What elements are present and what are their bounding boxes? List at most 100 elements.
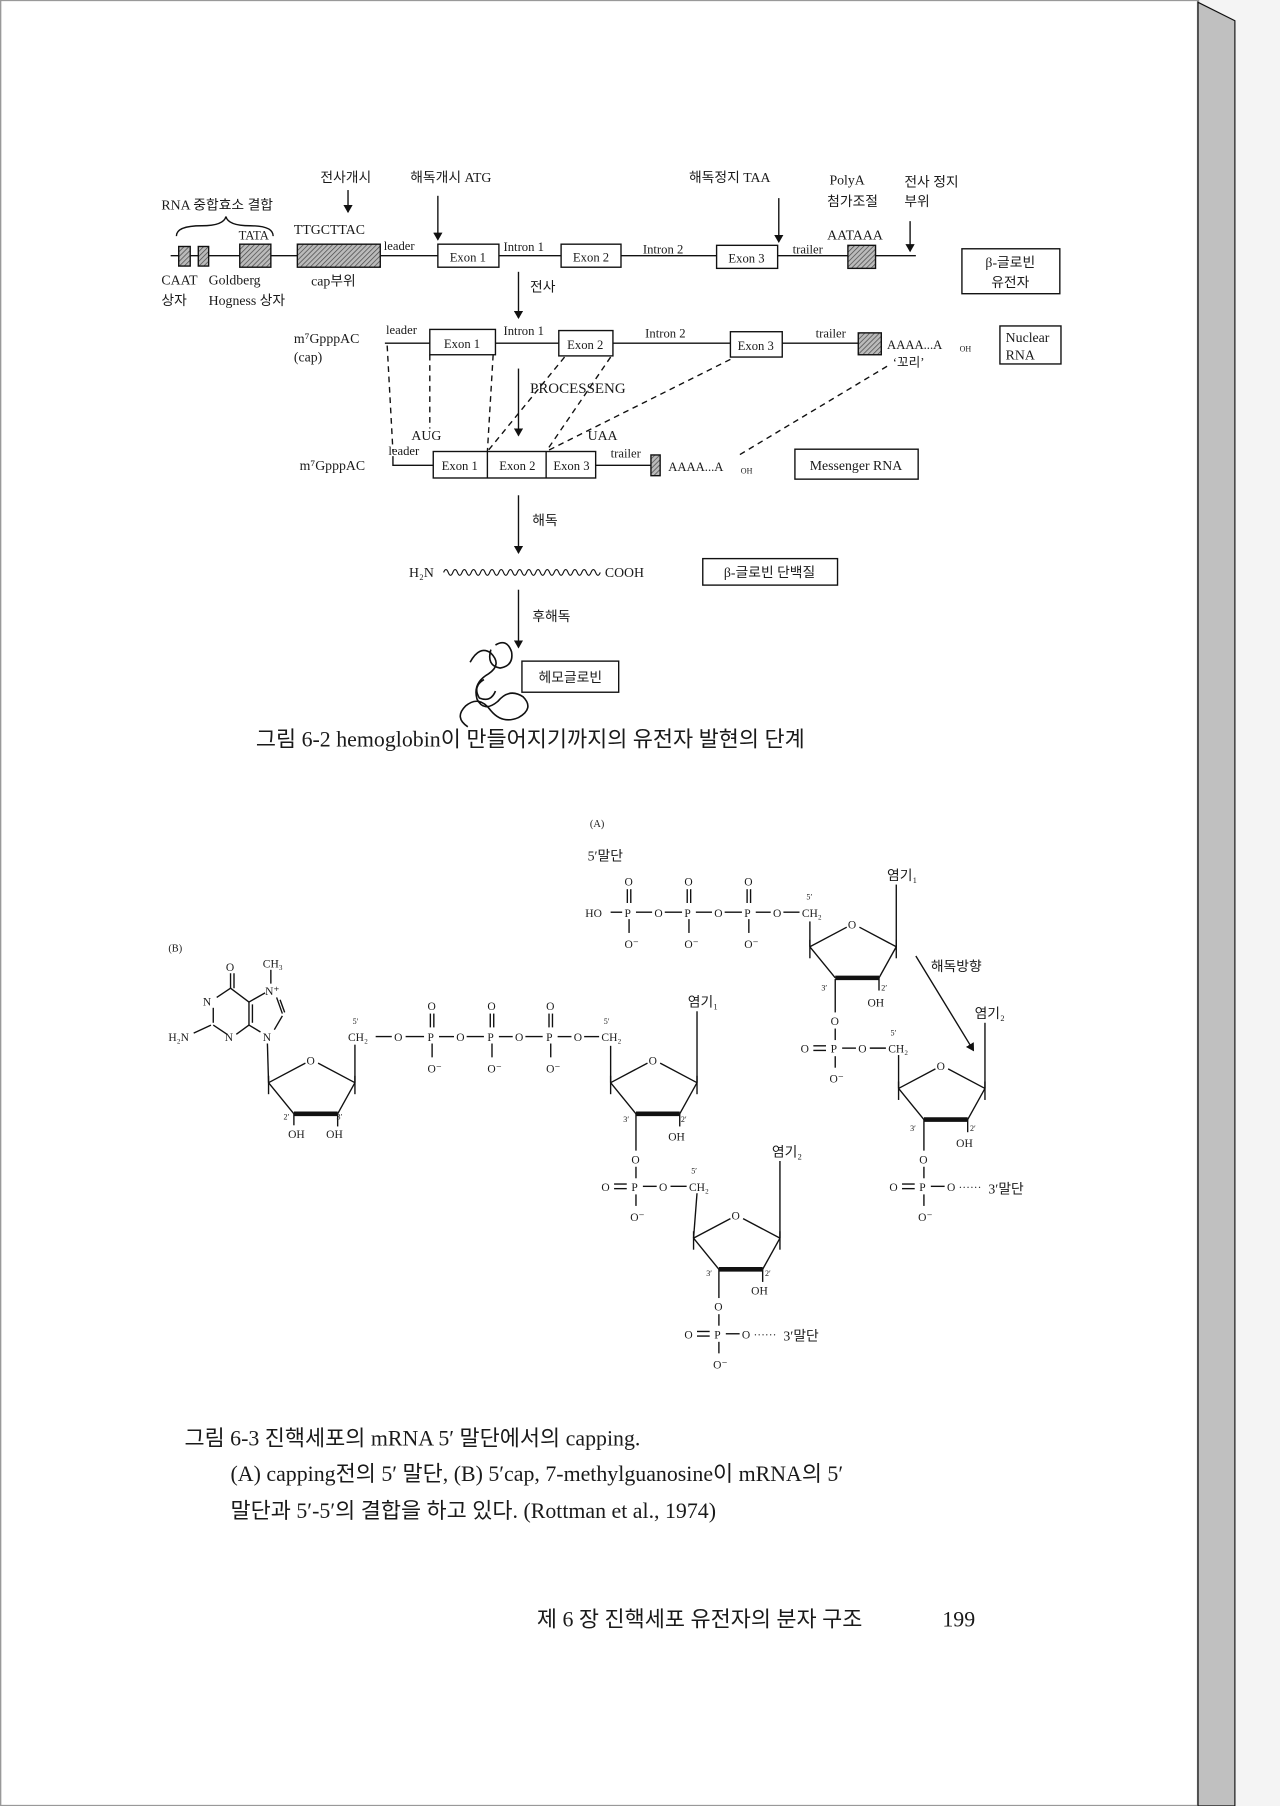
- bond-line: [679, 1082, 698, 1115]
- protein-box: [702, 557, 839, 586]
- oxygen-atom: O: [601, 1182, 609, 1194]
- splice-dashed-line: [545, 356, 612, 452]
- oxygen-atom: O: [456, 1032, 464, 1044]
- prime-5-label: 5′: [891, 1028, 897, 1037]
- label-base-2: 염기₂: [975, 1006, 1005, 1021]
- oxygen-atom: O: [801, 1044, 809, 1056]
- ch2-group: CH₂: [888, 1044, 908, 1056]
- gene-name-box: [961, 248, 1061, 295]
- exon1-box: [437, 243, 500, 268]
- ch3-group: CH₃: [263, 959, 283, 971]
- oxygen-atom: O: [659, 1182, 667, 1194]
- label-trailer: trailer: [793, 242, 824, 256]
- prime-3-label: 3′: [623, 1115, 629, 1124]
- label-translation-direction: 해독방향: [931, 959, 982, 974]
- polypeptide-chain: [443, 569, 601, 576]
- label-processing: PROCESSENG: [530, 381, 626, 397]
- label-ttgcttac: TTGCTTAC: [294, 222, 365, 237]
- phosphorus-atom: P: [631, 1182, 637, 1194]
- label-cap: m⁷GpppAC: [300, 458, 365, 473]
- label-leader: leader: [386, 323, 418, 337]
- exon3-box: [715, 244, 779, 270]
- nitrogen-cation: N⁺: [265, 986, 279, 998]
- oxygen-atom: O: [714, 1302, 722, 1314]
- label-tata: TATA: [239, 229, 270, 243]
- label-translation-stop: 해독정지 TAA: [689, 170, 771, 185]
- bond-line: [878, 946, 897, 979]
- bond-line: [898, 1068, 936, 1090]
- bond-line: [762, 1237, 781, 1270]
- oxygen-atom: O: [515, 1032, 523, 1044]
- label-transcription: 전사: [530, 279, 556, 294]
- label-polya-tail: AAAA...A: [887, 338, 943, 352]
- label-translation-start: 해독개시 ATG: [410, 170, 491, 185]
- page-sheet: [0, 0, 1200, 1806]
- label-trailer: trailer: [816, 326, 847, 340]
- bond-line: [610, 1082, 637, 1115]
- figure-6-3-caption-line: (A) capping전의 5′ 말단, (B) 5′cap, 7-methyl…: [231, 1462, 844, 1486]
- ch2-group: CH₂: [348, 1032, 368, 1044]
- label-base-1: 염기₁: [887, 868, 917, 883]
- label-intron2: Intron 2: [643, 242, 683, 256]
- oxygen-anion: O⁻: [684, 939, 698, 951]
- oxygen-atom: O: [631, 1154, 639, 1166]
- prime-3-label: 3′: [821, 984, 827, 993]
- label-h2n: H₂N: [409, 565, 434, 580]
- label-translation: 해독: [532, 513, 557, 528]
- bond-line: [235, 1024, 250, 1035]
- oxygen-anion: O⁻: [546, 1063, 560, 1075]
- bond-line: [947, 1068, 986, 1090]
- oxygen-atom: O: [858, 1044, 866, 1056]
- polya-signal-box: [847, 244, 877, 270]
- mrna-leader-line: [392, 456, 434, 467]
- chain-continuation-dots: ······: [958, 1182, 981, 1194]
- oxygen-atom: O: [889, 1182, 897, 1194]
- ring-oxygen-atom: O: [848, 919, 856, 931]
- cap-site-box: [296, 243, 381, 268]
- label-leader: leader: [384, 239, 416, 253]
- hemoglobin-box: [521, 660, 620, 693]
- oxygen-atom: O: [742, 1329, 750, 1341]
- label-trailer: trailer: [611, 446, 642, 460]
- ch2-group: CH₂: [802, 908, 822, 920]
- oxygen-atom: O: [831, 1016, 839, 1028]
- caat-box: [197, 245, 210, 267]
- bond-line: [275, 997, 284, 1014]
- label-post-translation: 후해독: [532, 609, 570, 624]
- bond-line: [898, 1088, 925, 1120]
- phosphorus-atom: P: [744, 908, 750, 920]
- ring-oxygen-atom: O: [732, 1211, 740, 1223]
- bond-line: [859, 926, 897, 948]
- panel-a-label: (A): [590, 819, 604, 830]
- splice-dashed-line: [545, 358, 731, 453]
- label-tail: ‘꼬리’: [893, 355, 925, 369]
- bond-line: [268, 1062, 306, 1084]
- label-exon3: Exon 3: [728, 252, 764, 266]
- label-caat: CAAT: [161, 272, 198, 287]
- oxygen-atom: O: [773, 908, 781, 920]
- label-exon3: Exon 3: [738, 339, 774, 353]
- bond-line: [809, 946, 836, 979]
- label-3-prime-end: 3′말단: [783, 1329, 819, 1344]
- nitrogen-atom: N: [203, 997, 212, 1009]
- hemoglobin-icon: [459, 641, 529, 728]
- figure-6-3-caption-title: 그림 6-3 진핵세포의 mRNA 5′ 말단에서의 capping.: [184, 1426, 640, 1450]
- oh-group: OH: [751, 1286, 768, 1298]
- messenger-rna-box: [794, 448, 919, 480]
- bond-line: [273, 1015, 283, 1031]
- ho-group: HO: [585, 908, 602, 920]
- figure-6-2-caption: 그림 6-2 hemoglobin이 만들어지기까지의 유전자 발현의 단계: [256, 727, 805, 751]
- panel-b-label: (B): [168, 943, 182, 954]
- phosphorus-atom: P: [427, 1032, 433, 1044]
- oxygen-atom: O: [394, 1032, 402, 1044]
- bond-line: [193, 1024, 212, 1034]
- prime-2-label: 2′: [681, 1115, 687, 1124]
- oh-group: OH: [867, 998, 884, 1010]
- ring-oxygen-atom: O: [937, 1061, 945, 1073]
- bond-line: [693, 1217, 731, 1239]
- label-rna-polymerase-binding: RNA 중합효소 결합: [161, 198, 273, 213]
- oxygen-anion: O⁻: [487, 1063, 501, 1075]
- oh-group: OH: [668, 1131, 685, 1143]
- bond-line: [317, 1062, 356, 1084]
- label-goldberg: Goldberg: [209, 272, 261, 287]
